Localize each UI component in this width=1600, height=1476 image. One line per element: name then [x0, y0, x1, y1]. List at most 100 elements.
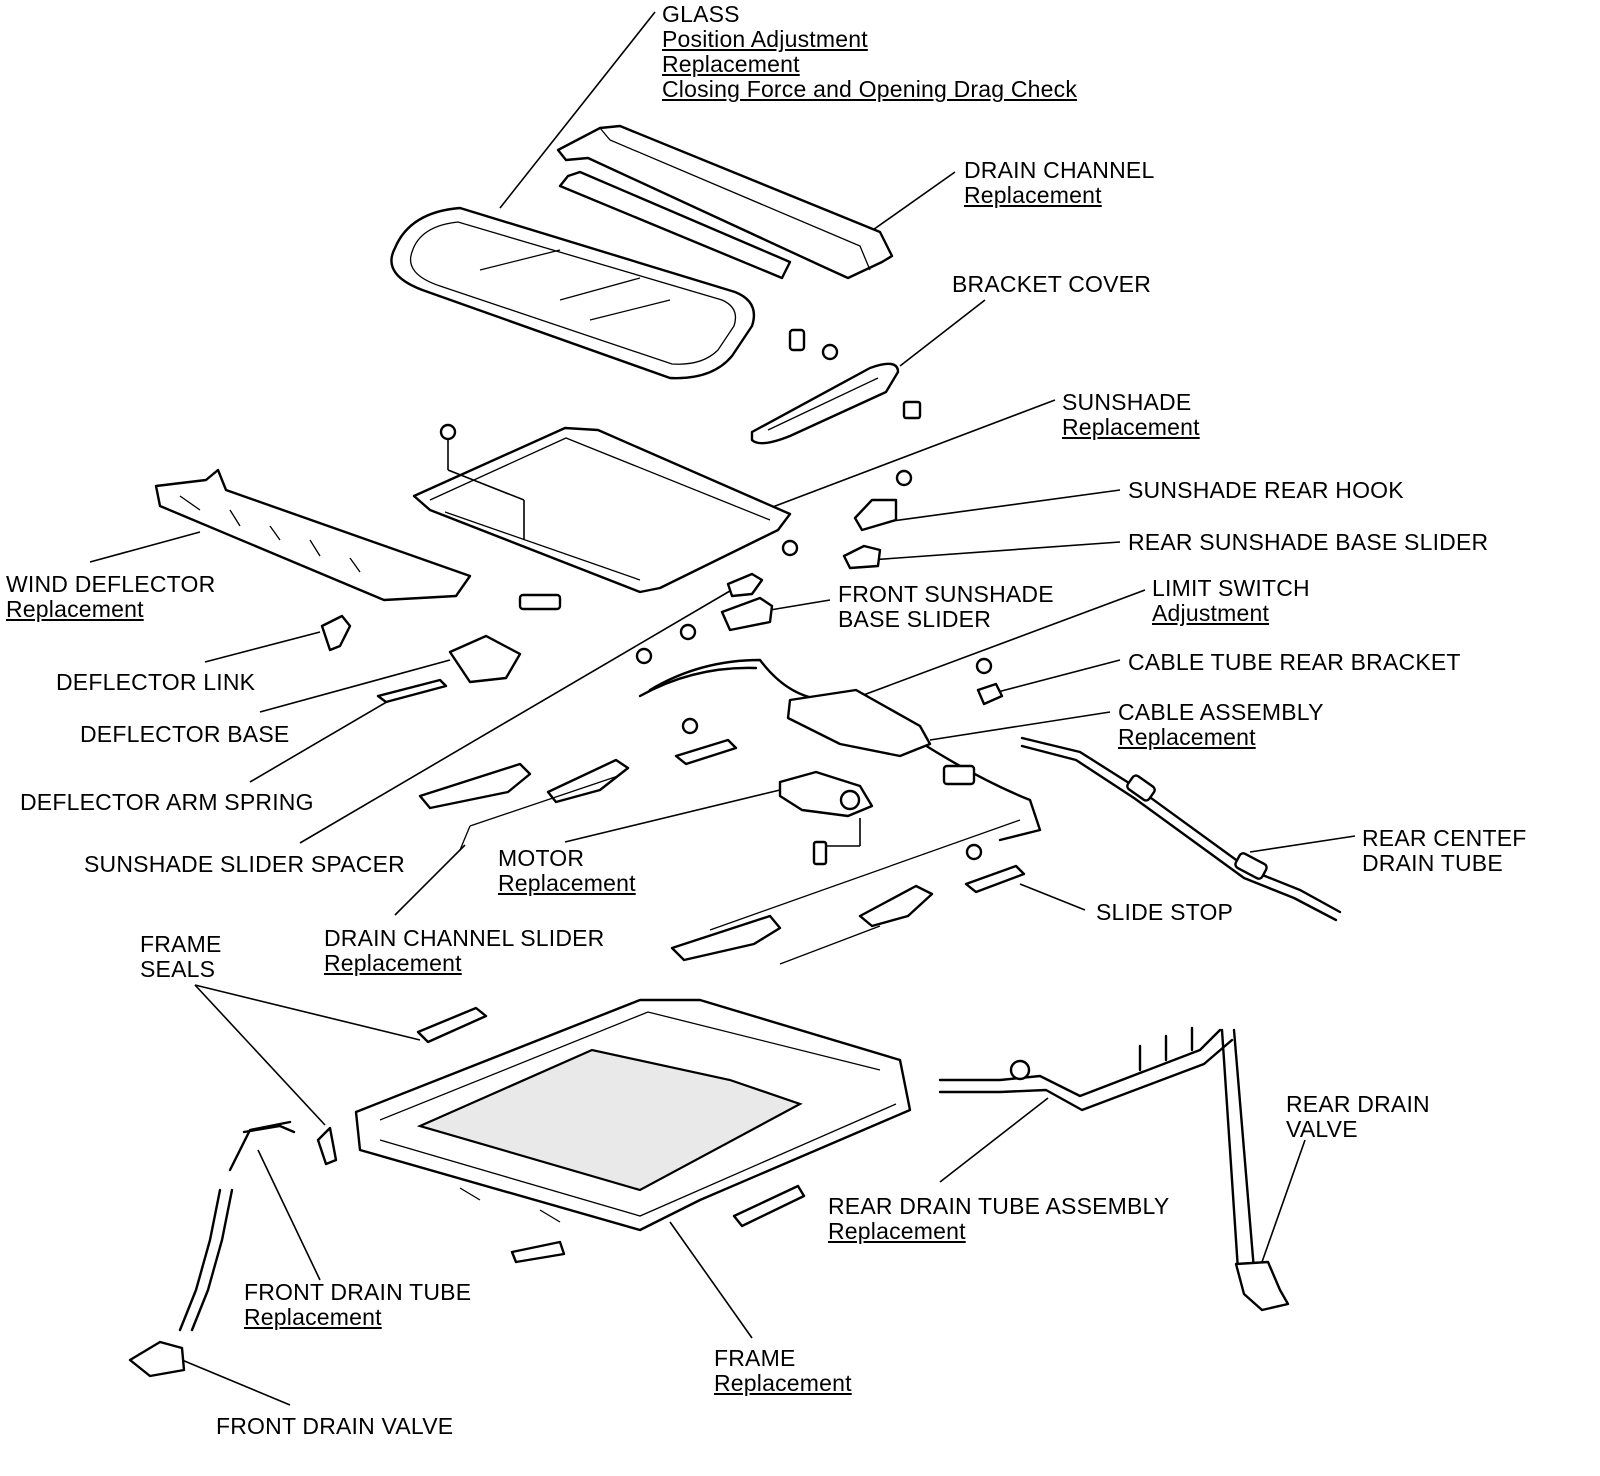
label-sunshade-rear-hook: SUNSHADE REAR HOOK [1128, 478, 1404, 503]
label-front-drain-tube: FRONT DRAIN TUBE Replacement [244, 1280, 471, 1330]
label-bracket-cover: BRACKET COVER [952, 272, 1151, 297]
label-cable-assembly: CABLE ASSEMBLY Replacement [1118, 700, 1324, 750]
rear-center-drain-tube-part [1020, 736, 1342, 922]
frame-seals-title: FRAME [140, 931, 222, 957]
label-deflector-arm-spring: DEFLECTOR ARM SPRING [20, 790, 314, 815]
cable-tube-rear-bracket-title: CABLE TUBE REAR BRACKET [1128, 649, 1461, 675]
leader-rear-drain-tube-assembly [939, 1097, 1049, 1183]
rear-drain-valve-title: REAR DRAIN [1286, 1091, 1430, 1117]
bracket-cover-part [750, 328, 922, 445]
glass-replacement-link[interactable]: Replacement [662, 51, 800, 77]
slide-stop-title: SLIDE STOP [1096, 899, 1234, 925]
leader-frame [669, 1221, 753, 1339]
front-drain-tube-replacement-link[interactable]: Replacement [244, 1304, 382, 1330]
label-motor: MOTOR Replacement [498, 846, 636, 896]
rear-drain-tube-assembly-part [938, 1026, 1290, 1312]
glass-position-adjustment-link[interactable]: Position Adjustment [662, 26, 868, 52]
sunshade-hook-sliders [720, 469, 913, 632]
cable-assembly-title: CABLE ASSEMBLY [1118, 699, 1324, 725]
label-front-drain-valve: FRONT DRAIN VALVE [216, 1414, 453, 1439]
leader-drain-channel-slider [394, 844, 466, 916]
leader-sunshade-slider-spacer [299, 587, 736, 844]
label-deflector-link: DEFLECTOR LINK [56, 670, 255, 695]
label-cable-tube-rear-bracket: CABLE TUBE REAR BRACKET [1128, 650, 1461, 675]
frame-replacement-link[interactable]: Replacement [714, 1370, 852, 1396]
label-frame: FRAME Replacement [714, 1346, 852, 1396]
leader-glass [499, 11, 656, 209]
frame-title: FRAME [714, 1345, 796, 1371]
label-drain-channel: DRAIN CHANNEL Replacement [964, 158, 1154, 208]
leader-cable-tube-rear-bracket [989, 659, 1121, 695]
frame-seals-title2: SEALS [140, 956, 216, 982]
label-deflector-base: DEFLECTOR BASE [80, 722, 289, 747]
motor-part [778, 770, 874, 866]
rear-drain-tube-assembly-replacement-link[interactable]: Replacement [828, 1218, 966, 1244]
drain-channel-replacement-link[interactable]: Replacement [964, 182, 1102, 208]
sunshade-title: SUNSHADE [1062, 389, 1192, 415]
leader-deflector-base [259, 659, 451, 713]
motor-replacement-link[interactable]: Replacement [498, 870, 636, 896]
drain-channel-title: DRAIN CHANNEL [964, 157, 1155, 183]
drain-channel-slider-replacement-link[interactable]: Replacement [324, 950, 462, 976]
deflector-base-title: DEFLECTOR BASE [80, 721, 290, 747]
label-rear-drain-valve: REAR DRAIN VALVE [1286, 1092, 1430, 1142]
sunshade-part [412, 423, 792, 611]
glass-closing-force-link[interactable]: Closing Force and Opening Drag Check [662, 76, 1078, 102]
deflector-parts [320, 614, 522, 704]
leader-limit-switch [849, 589, 1146, 701]
deflector-link-title: DEFLECTOR LINK [56, 669, 256, 695]
sunshade-replacement-link[interactable]: Replacement [1062, 414, 1200, 440]
bracket-cover-title: BRACKET COVER [952, 271, 1151, 297]
label-frame-seals: FRAME SEALS [140, 932, 222, 982]
leader-frame-seals-a [194, 984, 421, 1041]
cable-assembly-replacement-link[interactable]: Replacement [1118, 724, 1256, 750]
limit-switch-adjustment-link[interactable]: Adjustment [1152, 600, 1270, 626]
label-drain-channel-slider: DRAIN CHANNEL SLIDER Replacement [324, 926, 604, 976]
front-sunshade-base-slider-title: FRONT SUNSHADE [838, 581, 1054, 607]
drain-channel-part [556, 124, 894, 280]
rear-center-drain-tube-title: REAR CENTEF [1362, 825, 1527, 851]
frame-part [354, 998, 912, 1232]
label-glass: GLASS Position Adjustment Replacement Cl… [662, 2, 1077, 102]
leader-sunshade [769, 399, 1056, 509]
wind-deflector-replacement-link[interactable]: Replacement [6, 596, 144, 622]
deflector-arm-spring-title: DEFLECTOR ARM SPRING [20, 789, 314, 815]
front-drain-tube-part [128, 1120, 296, 1378]
rear-drain-tube-assembly-title: REAR DRAIN TUBE ASSEMBLY [828, 1193, 1170, 1219]
label-slide-stop: SLIDE STOP [1096, 900, 1233, 925]
rear-center-drain-tube-title2: DRAIN TUBE [1362, 850, 1503, 876]
leader-drain-channel [869, 171, 956, 233]
frame-seals-part [316, 1006, 806, 1264]
leader-deflector-arm-spring [249, 699, 391, 783]
drain-channel-sliders [418, 758, 1021, 965]
label-rear-sunshade-base-slider: REAR SUNSHADE BASE SLIDER [1128, 530, 1488, 555]
leader-wind-deflector [89, 531, 201, 563]
rear-sunshade-base-slider-title: REAR SUNSHADE BASE SLIDER [1128, 529, 1489, 555]
sunshade-slider-spacer-title: SUNSHADE SLIDER SPACER [84, 851, 405, 877]
leader-rear-sunshade-base-slider [869, 541, 1121, 561]
label-limit-switch: LIMIT SWITCH Adjustment [1152, 576, 1310, 626]
leader-frame-seals-b [194, 984, 326, 1126]
slide-stop-part [964, 843, 1026, 894]
leader-slide-stop [1019, 883, 1086, 911]
label-rear-center-drain-tube: REAR CENTEF DRAIN TUBE [1362, 826, 1527, 876]
leader-cable-assembly [929, 711, 1111, 741]
rear-drain-valve-title2: VALVE [1286, 1116, 1358, 1142]
front-drain-tube-title: FRONT DRAIN TUBE [244, 1279, 472, 1305]
leader-deflector-link [204, 631, 321, 663]
leader-rear-drain-valve [1261, 1139, 1306, 1263]
leader-sunshade-rear-hook [869, 489, 1121, 525]
leader-front-drain-tube [257, 1149, 321, 1281]
leader-lines [89, 11, 1356, 1406]
glass-title: GLASS [662, 1, 740, 27]
cable-assembly-part [635, 623, 1042, 842]
front-drain-valve-title: FRONT DRAIN VALVE [216, 1413, 454, 1439]
leader-front-drain-valve [181, 1359, 291, 1406]
label-wind-deflector: WIND DEFLECTOR Replacement [6, 572, 215, 622]
limit-switch-title: LIMIT SWITCH [1152, 575, 1310, 601]
label-front-sunshade-base-slider: FRONT SUNSHADE BASE SLIDER [838, 582, 1054, 632]
leader-bracket-cover [899, 299, 986, 367]
leader-motor [564, 789, 781, 843]
glass-part [390, 206, 756, 380]
